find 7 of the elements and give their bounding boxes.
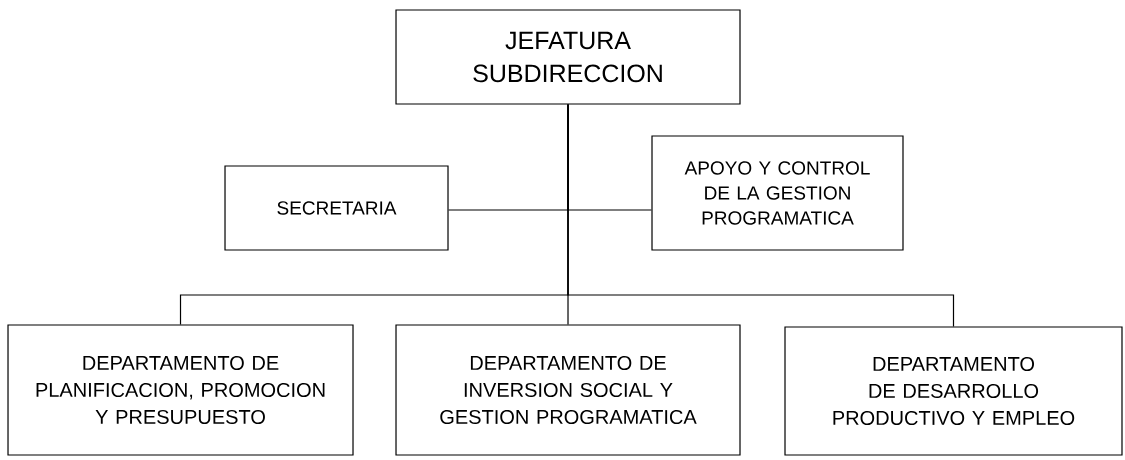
unit-box: SECRETARIA xyxy=(224,165,449,251)
head-box: JEFATURA SUBDIRECCION xyxy=(395,9,741,105)
connector-line xyxy=(567,104,955,327)
department-box: DEPARTAMENTO DE INVERSION SOCIAL Y GESTION PROGRAMATICA xyxy=(395,324,741,456)
unit-box: APOYO Y CONTROL DE LA GESTION PROGRAMATICA xyxy=(651,135,904,251)
department-box: DEPARTAMENTO DE DESARROLLO PRODUCTIVO Y EMPLEO xyxy=(784,326,1123,456)
department-box: DEPARTAMENTO DE PLANIFICACION, PROMOCION Y PRESUPUESTO xyxy=(7,324,354,456)
